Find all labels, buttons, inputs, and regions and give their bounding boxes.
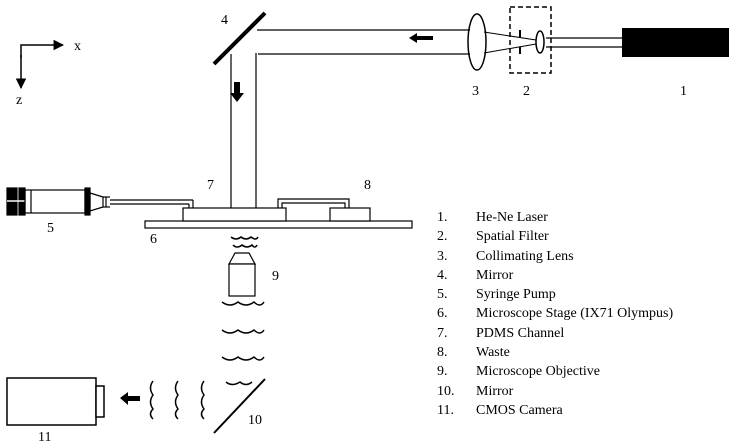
cmos-camera [6,377,105,426]
label-cmos-camera: 11 [38,430,51,444]
spatial-filter [483,6,552,74]
label-pdms-channel: 7 [207,178,214,193]
component-labels: 1 2 3 4 5 6 7 8 9 10 11 [38,13,687,444]
microscope-stage [144,220,413,229]
legend-item: 10.Mirror [437,383,514,399]
label-mirror-bottom: 10 [248,413,262,428]
legend-item: 11.CMOS Camera [437,402,563,418]
legend-item: 7.PDMS Channel [437,325,565,341]
beam-direction-arrow-down [230,82,244,102]
legend-item: 2.Spatial Filter [437,229,549,245]
laser-beam [230,29,470,208]
label-spatial-filter: 2 [523,84,530,99]
legend-item: 3.Collimating Lens [437,248,574,264]
label-mirror-top: 4 [221,13,228,28]
reflected-wavefronts [149,380,205,420]
label-microscope-objective: 9 [272,269,279,284]
label-microscope-stage: 6 [150,232,157,247]
legend-item: 4.Mirror [437,267,514,283]
pdms-channel [182,207,371,222]
legend-item: 9.Microscope Objective [437,364,601,380]
component-legend: 1.He-Ne Laser 2.Spatial Filter 3.Collima… [437,208,673,420]
label-syringe-pump: 5 [47,221,54,236]
label-laser: 1 [680,84,687,99]
x-axis-label: x [74,39,81,54]
legend-item: 5.Syringe Pump [437,287,556,303]
waste-tubing [277,198,350,208]
mirror-bottom [213,378,266,434]
syringe-pump [6,187,194,216]
x-axis-arrow [20,39,65,58]
camera-direction-arrow [120,392,140,405]
z-axis-label: z [16,93,22,108]
legend-item: 8.Waste [437,345,510,361]
legend-item: 1.He-Ne Laser [437,210,548,225]
mirror-top [212,11,267,66]
label-collimating-lens: 3 [472,84,479,99]
he-ne-laser [546,28,729,57]
legend-item: 6.Microscope Stage (IX71 Olympus) [437,306,674,322]
label-waste: 8 [364,178,371,193]
beam-direction-arrow-left [409,33,433,43]
microscope-objective [227,252,257,297]
collimating-lens [467,13,487,71]
coordinate-axes: x z [15,39,81,108]
transmitted-light-wavefronts [221,236,265,386]
